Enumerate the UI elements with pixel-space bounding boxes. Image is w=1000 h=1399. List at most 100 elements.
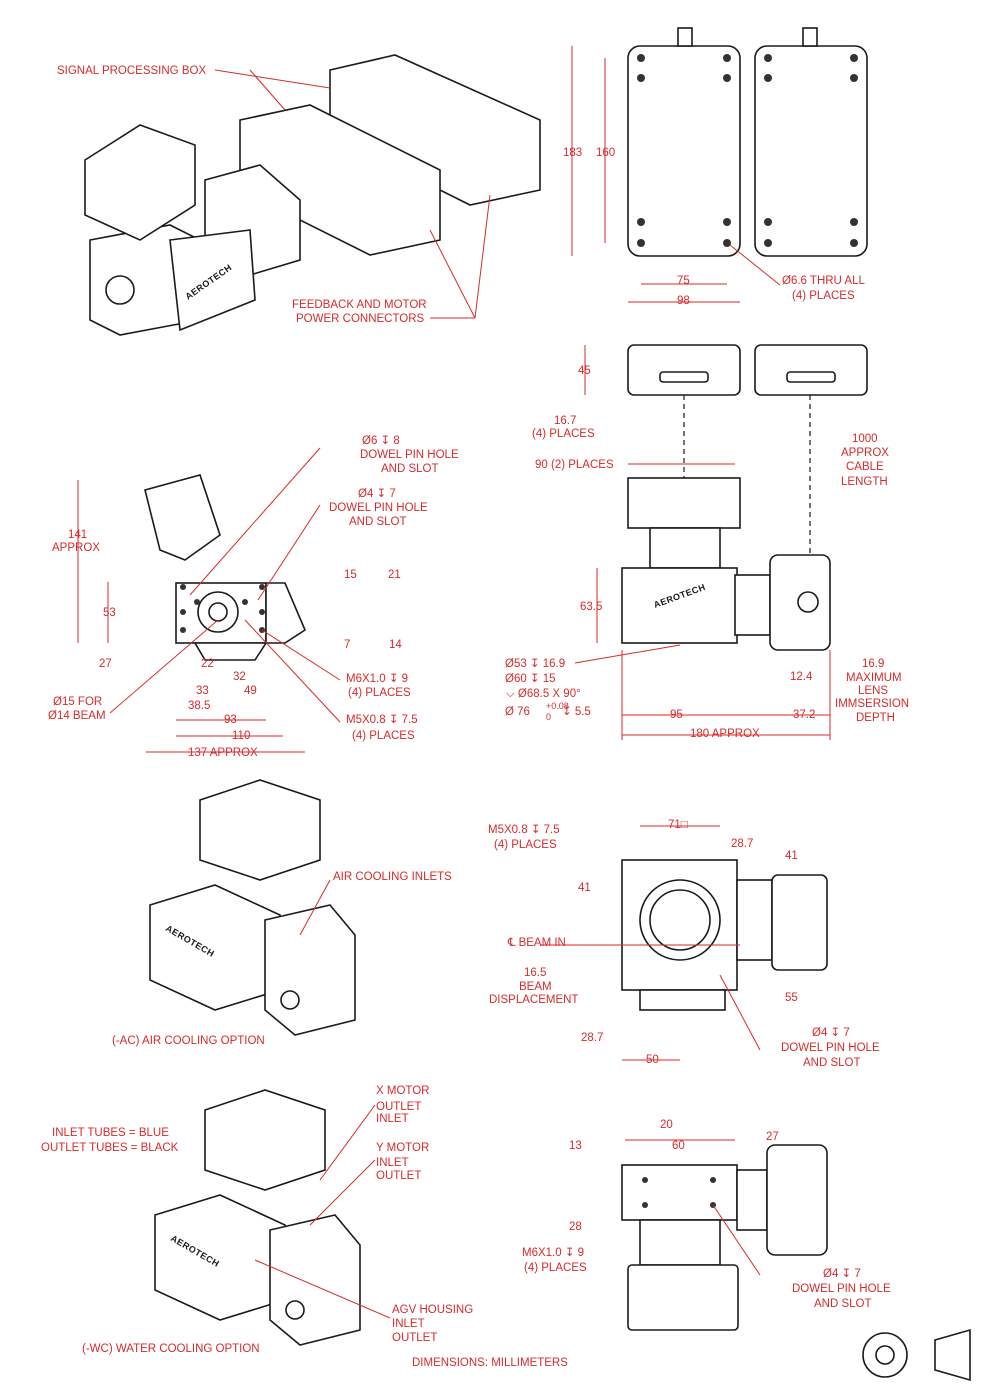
dimension-label: 13 — [569, 1140, 582, 1152]
water-cooling-iso: AEROTECH — [154, 1089, 391, 1346]
dimension-label: 37.2 — [793, 709, 815, 721]
dimension-label: (-AC) AIR COOLING OPTION — [112, 1035, 265, 1047]
dimension-label: (4) PLACES — [352, 730, 415, 742]
dimension-label: 55 — [785, 992, 798, 1004]
dimension-label: 20 — [660, 1119, 673, 1131]
dimension-label: AND SLOT — [349, 516, 407, 528]
dimension-label: Ø6.6 THRU ALL — [782, 275, 865, 287]
dimension-labels: SIGNAL PROCESSING BOX FEEDBACK AND MOTOR P… — [41, 65, 909, 1369]
dimension-label: INLET — [376, 1113, 409, 1125]
dimension-label: Ø4 ↧ 7 — [358, 488, 396, 500]
dimension-label: 38.5 — [188, 700, 210, 712]
projection-symbol-cone — [934, 1328, 971, 1382]
dimension-label: 28.7 — [731, 838, 753, 850]
dimension-label: (-WC) WATER COOLING OPTION — [82, 1343, 260, 1355]
dimension-label: DOWEL PIN HOLE — [781, 1042, 880, 1054]
dimension-label: +0.08 — [546, 701, 569, 711]
dimension-label: DOWEL PIN HOLE — [360, 449, 459, 461]
dimension-label: Ø 76 — [505, 706, 530, 718]
dimension-label: 160 — [596, 147, 615, 159]
dimension-label: 0 — [546, 712, 551, 722]
dimension-label: 63.5 — [580, 601, 602, 613]
dimension-label: 53 — [103, 607, 116, 619]
dimension-label: Ø15 FOR — [53, 696, 102, 708]
dimension-label: 32 — [233, 671, 246, 683]
dimension-label: 22 — [201, 658, 214, 670]
dimension-label: CABLE — [846, 461, 884, 473]
dimension-label: 71□ — [668, 819, 688, 831]
dimension-label: DIMENSIONS: MILLIMETERS — [412, 1357, 568, 1369]
dimension-label: X MOTOR — [376, 1085, 429, 1097]
dimension-label: 110 — [232, 730, 250, 742]
dimension-label: (4) PLACES — [532, 428, 595, 440]
dimension-label: 45 — [578, 365, 591, 377]
dimension-label: 28.7 — [581, 1032, 603, 1044]
dimension-label: 137 APPROX — [188, 747, 258, 759]
dimension-label: AIR COOLING INLETS — [333, 871, 452, 883]
dimension-label: 14 — [389, 639, 402, 651]
dimension-label: LENGTH — [841, 476, 888, 488]
dimension-label: DEPTH — [856, 712, 895, 724]
dimension-label: Ø6 ↧ 8 — [362, 435, 400, 447]
iso-view-main: AEROTECH — [84, 54, 541, 336]
dimension-label: FEEDBACK AND MOTOR — [292, 299, 427, 311]
dimension-label: 7 — [344, 639, 350, 651]
dimension-label: INLET — [376, 1157, 409, 1169]
dimension-label: Ø60 ↧ 15 — [505, 673, 556, 685]
dimension-label: 60 — [672, 1140, 685, 1152]
dimension-label: 41 — [578, 882, 591, 894]
dimension-label: 27 — [99, 658, 112, 670]
dimension-label: 50 — [646, 1054, 659, 1066]
dimension-label: ℄ BEAM IN — [507, 937, 566, 949]
dimension-label: SIGNAL PROCESSING BOX — [57, 65, 206, 77]
dimension-label: AND SLOT — [381, 463, 439, 475]
dimension-label: 180 APPROX — [690, 728, 760, 740]
dimension-label: (4) PLACES — [348, 687, 411, 699]
dimension-label: (4) PLACES — [524, 1262, 587, 1274]
dimension-label: Ø4 ↧ 7 — [823, 1268, 861, 1280]
dimension-label: 98 — [677, 295, 690, 307]
dimension-label: INLET TUBES = BLUE — [52, 1127, 169, 1139]
dimension-label: LENS — [858, 685, 888, 697]
dimension-label: INLET — [392, 1318, 425, 1330]
dimension-label: OUTLET — [392, 1332, 437, 1344]
dimension-label: BEAM — [519, 981, 552, 993]
dimension-label: M5X0.8 ↧ 7.5 — [346, 714, 418, 726]
dimension-label: 41 — [785, 850, 798, 862]
dimension-label: M5X0.8 ↧ 7.5 — [488, 824, 560, 836]
front-view — [77, 447, 341, 753]
dimension-label: APPROX — [52, 542, 100, 554]
dimension-label: DOWEL PIN HOLE — [329, 502, 428, 514]
dimension-label: 21 — [388, 569, 401, 581]
dimension-label: 141 — [68, 529, 87, 541]
rear-view — [621, 1139, 971, 1382]
dimension-label: AND SLOT — [814, 1298, 872, 1310]
dimension-label: Ø4 ↧ 7 — [812, 1027, 850, 1039]
dimension-label: 1000 — [852, 433, 878, 445]
air-cooling-iso: AEROTECH — [149, 779, 356, 1036]
bottom-view — [540, 825, 828, 1061]
dimension-label: 93 — [224, 714, 237, 726]
dimension-label: 16.9 — [862, 658, 884, 670]
dimension-label: 27 — [766, 1131, 779, 1143]
side-view: AEROTECH — [574, 344, 868, 740]
dimension-label: 49 — [244, 685, 257, 697]
dimension-label: M6X1.0 ↧ 9 — [346, 673, 408, 685]
dimension-label: ↧ 5.5 — [562, 706, 591, 718]
dimension-label: Ø53 ↧ 16.9 — [505, 658, 565, 670]
dimension-label: 75 — [677, 275, 690, 287]
dimension-label: 33 — [196, 685, 209, 697]
dimension-label: 90 (2) PLACES — [535, 459, 614, 471]
dimension-label: POWER CONNECTORS — [296, 313, 425, 325]
dimension-label: 16.7 — [554, 415, 576, 427]
top-view — [571, 27, 868, 303]
dimension-label: 95 — [670, 709, 683, 721]
dimension-label: OUTLET — [376, 1170, 421, 1182]
dimension-label: 183 — [563, 147, 582, 159]
dimension-label: 28 — [569, 1221, 582, 1233]
projection-symbol-circle — [862, 1332, 908, 1378]
dimension-label: 12.4 — [790, 671, 813, 683]
dimension-label: Ø14 BEAM — [48, 710, 106, 722]
dimension-label: OUTLET TUBES = BLACK — [41, 1142, 179, 1154]
dimension-label: 16.5 — [524, 967, 546, 979]
